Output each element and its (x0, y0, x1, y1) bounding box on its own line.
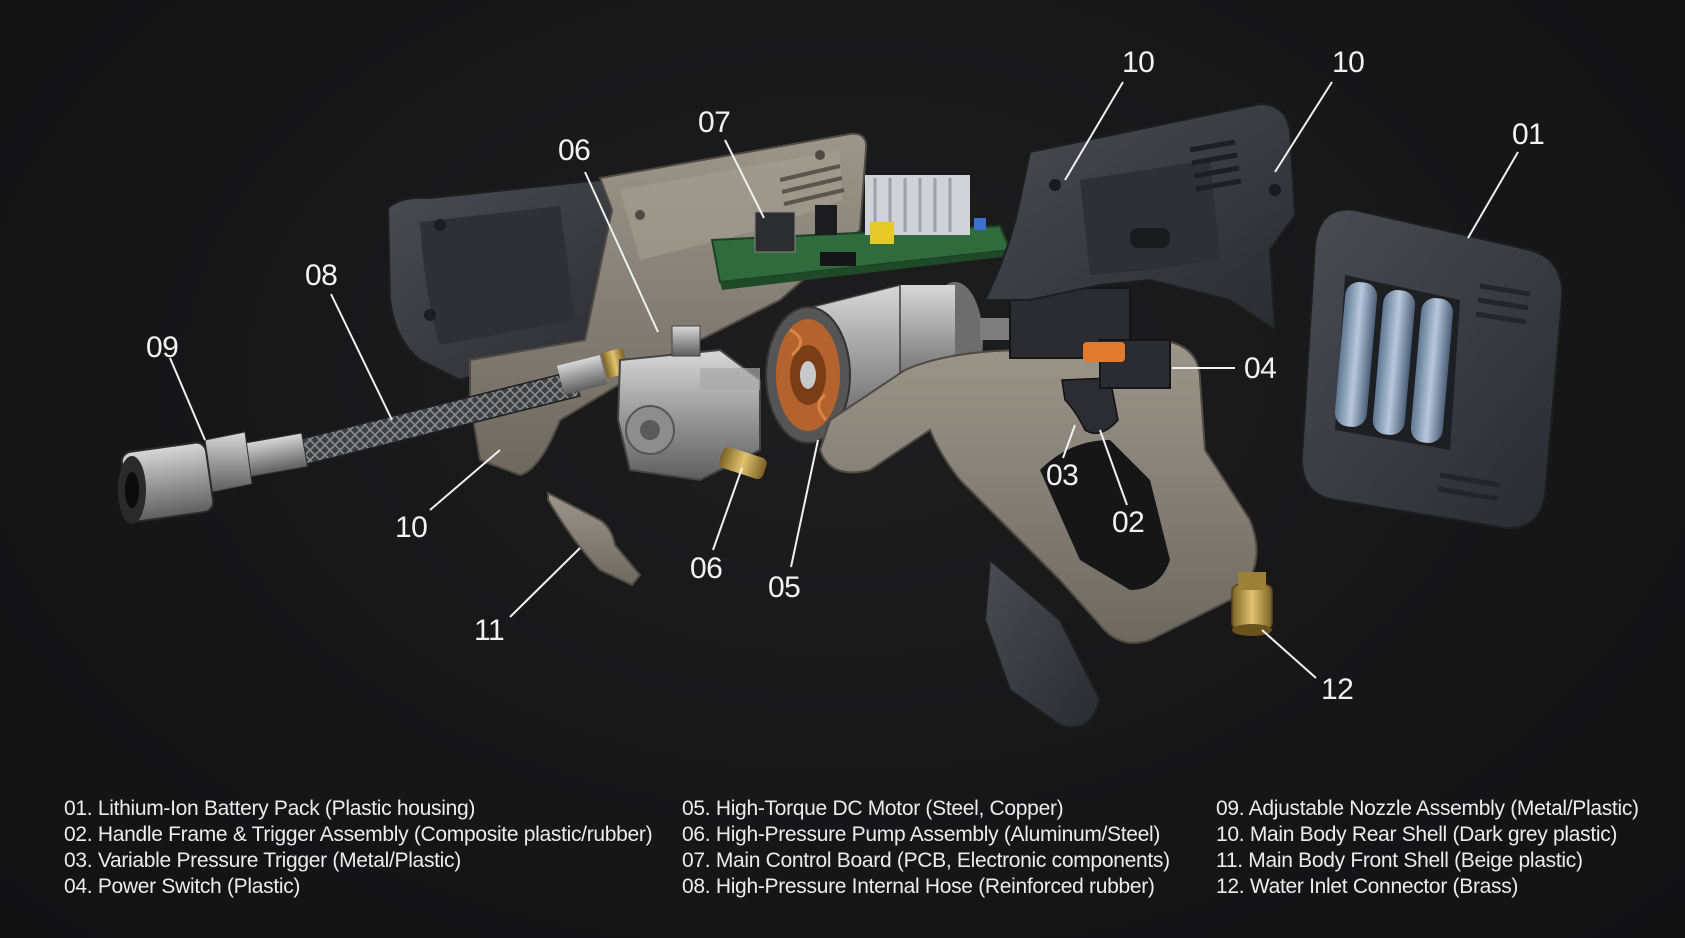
legend-item-05: 05. High-Torque DC Motor (Steel, Copper) (682, 797, 1064, 820)
main-body-rear-shell-left (386, 174, 652, 382)
leader-05 (790, 439, 819, 568)
legend-item-09: 09. Adjustable Nozzle Assembly (Metal/Pl… (1216, 797, 1639, 820)
leader-10c (1274, 81, 1333, 173)
legend-item-07: 07. Main Control Board (PCB, Electronic … (682, 849, 1170, 872)
callout-02: 02 (1112, 506, 1144, 539)
high-pressure-pump-assembly (616, 325, 767, 482)
callout-10b: 10 (1122, 46, 1154, 79)
leader-11 (509, 547, 581, 618)
leader-02 (1099, 429, 1128, 506)
exploded-view-diagram: 01 02 03 04 05 06 06 07 08 09 10 10 10 1… (118, 46, 1564, 729)
legend-item-10: 10. Main Body Rear Shell (Dark grey plas… (1216, 823, 1618, 846)
legend-item-04: 04. Power Switch (Plastic) (64, 875, 301, 898)
callout-labels: 01 02 03 04 05 06 06 07 08 09 10 10 10 1… (146, 46, 1545, 706)
leader-10a (429, 449, 501, 511)
callout-07: 07 (698, 106, 730, 139)
callout-10c: 10 (1332, 46, 1364, 79)
leader-03 (1062, 424, 1076, 459)
leader-06a (584, 171, 659, 333)
callout-05: 05 (768, 571, 800, 604)
leader-01 (1467, 151, 1519, 239)
callout-04: 04 (1244, 352, 1276, 385)
parts-legend: 01. Lithium-Ion Battery Pack (Plastic ho… (64, 796, 1664, 906)
leader-07 (724, 139, 765, 219)
legend-item-06: 06. High-Pressure Pump Assembly (Aluminu… (682, 823, 1161, 846)
leader-09 (169, 357, 206, 441)
legend-item-12: 12. Water Inlet Connector (Brass) (1216, 875, 1519, 898)
callout-06b: 06 (690, 552, 722, 585)
legend-column-1: 01. Lithium-Ion Battery Pack (Plastic ho… (64, 796, 682, 906)
leader-06b (712, 467, 743, 551)
callout-11: 11 (474, 614, 504, 647)
callout-10a: 10 (395, 511, 427, 544)
power-switch (1009, 262, 1171, 389)
variable-pressure-trigger (1061, 377, 1119, 435)
callout-06a: 06 (558, 134, 590, 167)
callout-03: 03 (1046, 459, 1078, 492)
callout-09: 09 (146, 331, 178, 364)
callout-01: 01 (1512, 118, 1544, 151)
leader-08 (330, 293, 393, 421)
leader-10b (1064, 81, 1124, 181)
front-shell-clip-part (547, 491, 642, 587)
legend-item-02: 02. Handle Frame & Trigger Assembly (Com… (64, 823, 653, 846)
leader-lines (169, 81, 1519, 679)
handle-frame-trigger-assembly (818, 338, 1258, 729)
legend-item-03: 03. Variable Pressure Trigger (Metal/Pla… (64, 849, 461, 872)
legend-item-01: 01. Lithium-Ion Battery Pack (Plastic ho… (64, 797, 476, 820)
adjustable-nozzle-assembly (118, 431, 309, 524)
high-pressure-internal-hose (263, 347, 629, 473)
callout-12: 12 (1321, 673, 1353, 706)
lithium-ion-battery-pack (1300, 208, 1564, 530)
main-body-rear-shell-right (983, 102, 1297, 332)
legend-column-2: 05. High-Torque DC Motor (Steel, Copper)… (682, 796, 1216, 906)
callout-08: 08 (305, 259, 337, 292)
water-inlet-connector (1231, 572, 1273, 636)
legend-item-08: 08. High-Pressure Internal Hose (Reinfor… (682, 875, 1155, 898)
legend-column-3: 09. Adjustable Nozzle Assembly (Metal/Pl… (1216, 796, 1656, 906)
legend-item-11: 11. Main Body Front Shell (Beige plastic… (1216, 849, 1583, 872)
leader-12 (1261, 629, 1317, 679)
main-control-board (710, 175, 1012, 290)
